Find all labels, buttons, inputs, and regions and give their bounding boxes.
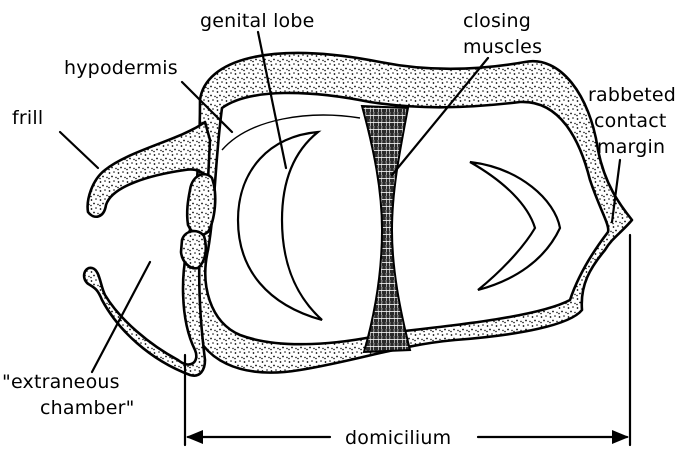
label-rabbeted-2: contact bbox=[594, 110, 667, 132]
label-frill: frill bbox=[12, 107, 43, 129]
label-extraneous-1: "extraneous bbox=[2, 371, 120, 393]
leader-frill bbox=[60, 132, 98, 168]
right-crescent bbox=[470, 162, 560, 290]
label-closing-muscles-1: closing bbox=[463, 10, 531, 32]
label-rabbeted-3: margin bbox=[597, 136, 665, 158]
label-extraneous-2: chamber" bbox=[40, 397, 135, 419]
label-rabbeted-1: rabbeted bbox=[588, 84, 676, 106]
label-domicilium: domicilium bbox=[345, 427, 451, 449]
genital-lobe bbox=[238, 132, 322, 320]
left-contact-margin bbox=[187, 174, 215, 235]
closing-muscles bbox=[362, 106, 410, 352]
label-closing-muscles-2: muscles bbox=[463, 36, 542, 58]
hypodermis-lining bbox=[222, 115, 360, 150]
domicilium-arrow-left bbox=[186, 430, 203, 444]
left-contact-margin-lower bbox=[181, 231, 206, 268]
body-wall bbox=[185, 53, 632, 373]
label-hypodermis: hypodermis bbox=[64, 57, 178, 79]
label-genital-lobe: genital lobe bbox=[200, 10, 315, 32]
domicilium-arrow-right bbox=[612, 430, 629, 444]
